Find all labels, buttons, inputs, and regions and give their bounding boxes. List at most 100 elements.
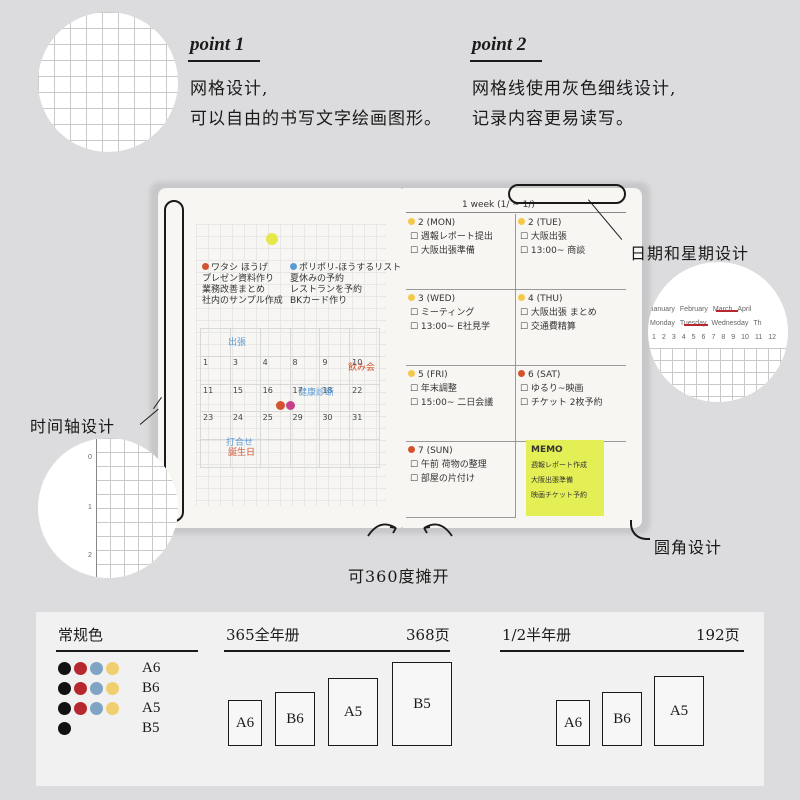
- week-day-label: 2 (MON): [408, 218, 515, 229]
- calendar-cell: [201, 440, 231, 468]
- notebook-left-page: ワタシ ほうげ プレゼン資料作り 業務改善まとめ 社内のサンプル作成 ポリポリ-…: [158, 188, 402, 528]
- week-header-line: [406, 212, 626, 213]
- color-swatches: [58, 661, 124, 675]
- point1-underline: [188, 60, 260, 62]
- calendar-cell: [350, 440, 380, 468]
- week-day-label-text: 4 (THU): [528, 294, 563, 304]
- week-day-cell: 6 (SAT)☐ ゆるり~映画☐ チケット 2枚予約: [516, 366, 626, 442]
- color-row: A6: [58, 658, 198, 678]
- week-day-cell: 7 (SUN) ☐ 午前 荷物の整理 ☐ 部屋の片付け: [406, 442, 516, 518]
- magenta-sticker: [286, 401, 295, 410]
- calendar-cell: 8: [290, 356, 321, 385]
- calendar-cell: 30: [320, 412, 351, 441]
- full-year-underline: [224, 650, 450, 652]
- mini-number: 2: [661, 334, 666, 341]
- mini-weekdays: MondayTuesdayWednesdayTh: [650, 320, 762, 327]
- week-day-cell: 2 (MON)☐ 週報レポート提出☐ 大阪出張準備: [406, 214, 516, 290]
- color-swatch: [58, 681, 71, 695]
- list1-item-0: ワタシ ほうげ: [211, 263, 268, 273]
- mini-month: March: [713, 306, 732, 313]
- memo-item-1: 大阪出張準備: [531, 476, 573, 484]
- mini-strike-2: [684, 324, 708, 326]
- timeline-callout: 时间轴设计: [30, 417, 116, 436]
- mini-month: April: [737, 306, 752, 313]
- week-item: ☐ 部屋の片付け: [410, 474, 475, 484]
- day-dot-icon: [408, 370, 415, 377]
- week-item: ☐ 大阪出張: [520, 232, 567, 242]
- timeline-detail-circle: 0 1 2: [38, 438, 178, 578]
- week-day-cell: 2 (TUE)☐ 大阪出張☐ 13:00~ 商談: [516, 214, 626, 290]
- cal-note-3: 健康診断: [298, 388, 335, 398]
- mini-number: 3: [671, 334, 676, 341]
- calendar-cell: 15: [230, 384, 261, 413]
- calendar-cell: 17: [290, 384, 321, 413]
- grid-detail-circle: [38, 12, 178, 152]
- rounded-corner-arc: [630, 520, 650, 540]
- mini-number: 8: [721, 334, 726, 341]
- color-swatch: [90, 661, 103, 675]
- cal-note-2: 飲み会: [348, 363, 376, 373]
- todo-list-2: ポリポリ-ほうするリスト 夏休みの予約 レストランを予約 BKカード作り: [290, 263, 401, 307]
- mini-number: 4: [681, 334, 686, 341]
- point2-underline: [470, 60, 542, 62]
- color-swatch: [74, 681, 87, 695]
- mini-number: 6: [701, 334, 706, 341]
- calendar-cell: 4: [260, 356, 291, 385]
- full-year-pages: 368页: [406, 626, 450, 644]
- color-swatch: [106, 681, 119, 695]
- week-day-label-text: 7 (SUN): [418, 446, 453, 456]
- color-row: A5: [58, 698, 198, 718]
- mini-strike-1: [716, 310, 738, 312]
- point1-line2: 可以自由的书写文字绘画图形。: [190, 109, 442, 129]
- calendar-cell: [320, 440, 351, 468]
- calendar-cell: 18: [320, 384, 351, 413]
- calendar-cell: 29: [290, 412, 321, 441]
- color-swatch: [58, 721, 71, 735]
- half-year-underline: [500, 650, 744, 652]
- notebook-right-page: 1 week (1/ ~ 1/) 2 (MON)☐ 週報レポート提出☐ 大阪出張…: [402, 188, 642, 528]
- week-day-label-text: 3 (WED): [418, 294, 456, 304]
- week-item: ☐ 午前 荷物の整理: [410, 460, 487, 470]
- list2-item-3: BKカード作り: [290, 296, 348, 306]
- calendar-cell: [350, 329, 380, 357]
- week-day-label-text: 2 (MON): [418, 218, 456, 228]
- week-day-label-text: 6 (SAT): [528, 370, 561, 380]
- date-detail-circle: JanuaryFebruaryMarchApril MondayTuesdayW…: [648, 262, 788, 402]
- list2-item-1: 夏休みの予約: [290, 274, 345, 284]
- timeline-grid: [96, 438, 178, 578]
- calendar-cell: 24: [230, 412, 261, 441]
- week-day-cell: 4 (THU)☐ 大阪出張 まとめ☐ 交通費精算: [516, 290, 626, 366]
- list1-item-2: 業務改善まとめ: [202, 285, 266, 295]
- red-sticker: [276, 401, 285, 410]
- full-size-a5: A5: [328, 678, 378, 746]
- mini-number: 11: [754, 334, 763, 341]
- week-day-cell: 3 (WED)☐ ミーティング☐ 13:00~ E社見学: [406, 290, 516, 366]
- calendar-cell: [260, 329, 291, 357]
- week-item: ☐ 13:00~ 商談: [520, 246, 586, 256]
- week-item: ☐ 15:00~ 二日会議: [410, 398, 494, 408]
- day-dot-icon: [408, 294, 415, 301]
- week-item: ☐ 週報レポート提出: [410, 232, 493, 242]
- mini-number: 5: [691, 334, 696, 341]
- week-day-label: 4 (THU): [518, 294, 626, 305]
- calendar-cell: 22: [350, 384, 380, 413]
- date-header-outline: [508, 184, 626, 204]
- day-dot-icon: [408, 218, 415, 225]
- mini-number: 9: [731, 334, 736, 341]
- half-year-title: 1/2半年册: [502, 626, 572, 644]
- calendar-cell: 10: [350, 356, 380, 385]
- mini-grid: [648, 348, 788, 402]
- timeline-tick-0: 0: [88, 454, 92, 461]
- color-swatches: [58, 701, 124, 715]
- size-label: A5: [142, 699, 161, 716]
- blue-dot-icon: [290, 263, 297, 270]
- full-size-b5: B5: [392, 662, 452, 746]
- open360-callout: 可360度摊开: [348, 567, 450, 586]
- size-label: B6: [142, 679, 160, 696]
- point2-line1: 网格线使用灰色细线设计,: [472, 79, 677, 99]
- size-label: A6: [142, 659, 161, 676]
- week-item: ☐ ミーティング: [410, 308, 475, 318]
- rounded-callout: 圆角设计: [654, 538, 723, 557]
